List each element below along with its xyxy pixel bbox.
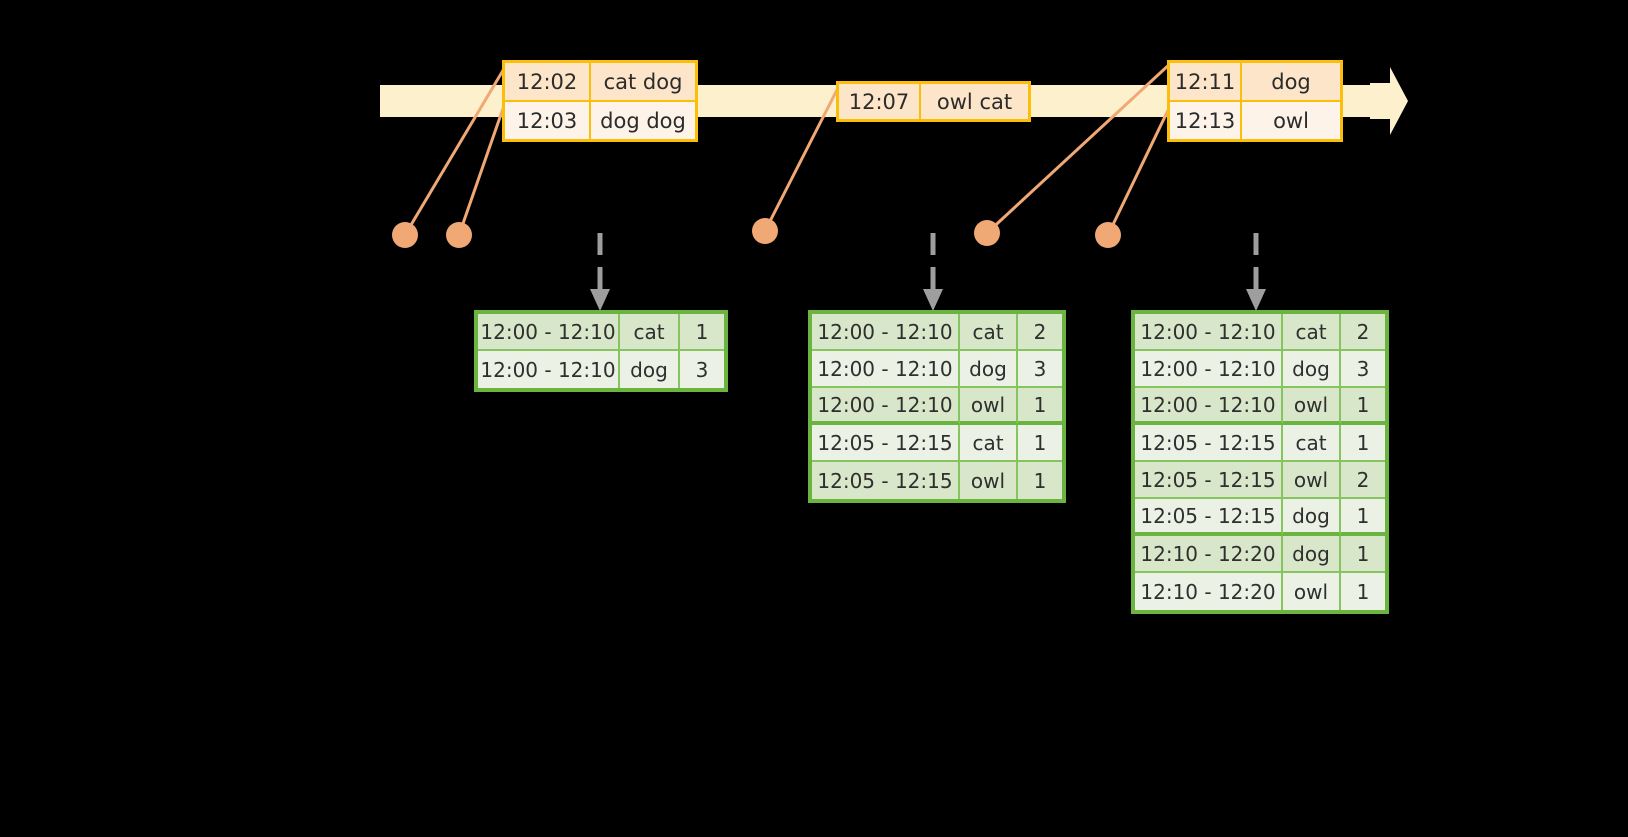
cell-count: 1 bbox=[1341, 536, 1385, 573]
cell-count: 1 bbox=[1018, 462, 1062, 499]
event-time: 12:11 bbox=[1170, 63, 1242, 100]
cell-count: 1 bbox=[1018, 425, 1062, 462]
event-row: 12:03 dog dog bbox=[505, 100, 695, 139]
dashed-down-arrow-icon bbox=[588, 233, 612, 313]
cell-key: owl bbox=[1283, 388, 1341, 425]
event-row: 12:02 cat dog bbox=[505, 63, 695, 100]
event-box-group-a[interactable]: 12:02 cat dog 12:03 dog dog bbox=[502, 60, 698, 142]
cell-key: cat bbox=[620, 314, 680, 351]
cell-window: 12:00 - 12:10 bbox=[812, 388, 960, 425]
cell-window: 12:00 - 12:10 bbox=[1135, 314, 1283, 351]
cell-key: cat bbox=[1283, 425, 1341, 462]
cell-window: 12:10 - 12:20 bbox=[1135, 536, 1283, 573]
event-time: 12:13 bbox=[1170, 102, 1242, 139]
cell-key: dog bbox=[1283, 499, 1341, 536]
cell-count: 2 bbox=[1018, 314, 1062, 351]
cell-count: 3 bbox=[1018, 351, 1062, 388]
event-row: 12:13 owl bbox=[1170, 100, 1340, 139]
event-time: 12:03 bbox=[505, 102, 591, 139]
cell-count: 2 bbox=[1341, 462, 1385, 499]
record-dot[interactable] bbox=[446, 222, 472, 248]
cell-key: cat bbox=[960, 425, 1018, 462]
cell-window: 12:05 - 12:15 bbox=[812, 425, 960, 462]
cell-key: cat bbox=[960, 314, 1018, 351]
record-dot[interactable] bbox=[1095, 222, 1121, 248]
event-row: 12:11 dog bbox=[1170, 63, 1340, 100]
cell-count: 1 bbox=[1018, 388, 1062, 425]
cell-window: 12:00 - 12:10 bbox=[478, 314, 620, 351]
connector-line bbox=[1106, 101, 1174, 236]
cell-key: owl bbox=[960, 388, 1018, 425]
cell-window: 12:05 - 12:15 bbox=[1135, 462, 1283, 499]
event-value: owl bbox=[1242, 102, 1340, 139]
event-value: dog dog bbox=[591, 102, 695, 139]
cell-window: 12:10 - 12:20 bbox=[1135, 573, 1283, 610]
cell-count: 1 bbox=[1341, 573, 1385, 610]
cell-key: dog bbox=[1283, 351, 1341, 388]
cell-count: 1 bbox=[680, 314, 724, 351]
cell-window: 12:05 - 12:15 bbox=[1135, 499, 1283, 536]
event-value: owl cat bbox=[921, 84, 1028, 119]
event-time: 12:02 bbox=[505, 63, 591, 100]
event-box-group-c[interactable]: 12:11 dog 12:13 owl bbox=[1167, 60, 1343, 142]
cell-count: 2 bbox=[1341, 314, 1385, 351]
record-dot[interactable] bbox=[974, 220, 1000, 246]
dashed-down-arrow-icon bbox=[1244, 233, 1268, 313]
timeline-arrow-icon bbox=[1370, 65, 1408, 137]
cell-window: 12:00 - 12:10 bbox=[812, 351, 960, 388]
event-row: 12:07 owl cat bbox=[839, 84, 1028, 119]
cell-key: owl bbox=[1283, 462, 1341, 499]
event-value: dog bbox=[1242, 63, 1340, 100]
cell-key: dog bbox=[960, 351, 1018, 388]
cell-window: 12:05 - 12:15 bbox=[812, 462, 960, 499]
dashed-down-arrow-icon bbox=[921, 233, 945, 313]
event-box-group-b[interactable]: 12:07 owl cat bbox=[836, 81, 1031, 122]
cell-window: 12:05 - 12:15 bbox=[1135, 425, 1283, 462]
cell-key: cat bbox=[1283, 314, 1341, 351]
cell-count: 1 bbox=[1341, 499, 1385, 536]
connector-line bbox=[457, 99, 508, 236]
event-time: 12:07 bbox=[839, 84, 921, 119]
cell-window: 12:00 - 12:10 bbox=[1135, 351, 1283, 388]
cell-count: 1 bbox=[1341, 425, 1385, 462]
cell-key: dog bbox=[620, 351, 680, 388]
cell-count: 3 bbox=[680, 351, 724, 388]
cell-window: 12:00 - 12:10 bbox=[812, 314, 960, 351]
record-dot[interactable] bbox=[752, 218, 778, 244]
cell-key: owl bbox=[1283, 573, 1341, 610]
cell-key: dog bbox=[1283, 536, 1341, 573]
cell-count: 3 bbox=[1341, 351, 1385, 388]
cell-key: owl bbox=[960, 462, 1018, 499]
event-value: cat dog bbox=[591, 63, 695, 100]
cell-window: 12:00 - 12:10 bbox=[1135, 388, 1283, 425]
record-dot[interactable] bbox=[392, 222, 418, 248]
cell-window: 12:00 - 12:10 bbox=[478, 351, 620, 388]
cell-count: 1 bbox=[1341, 388, 1385, 425]
